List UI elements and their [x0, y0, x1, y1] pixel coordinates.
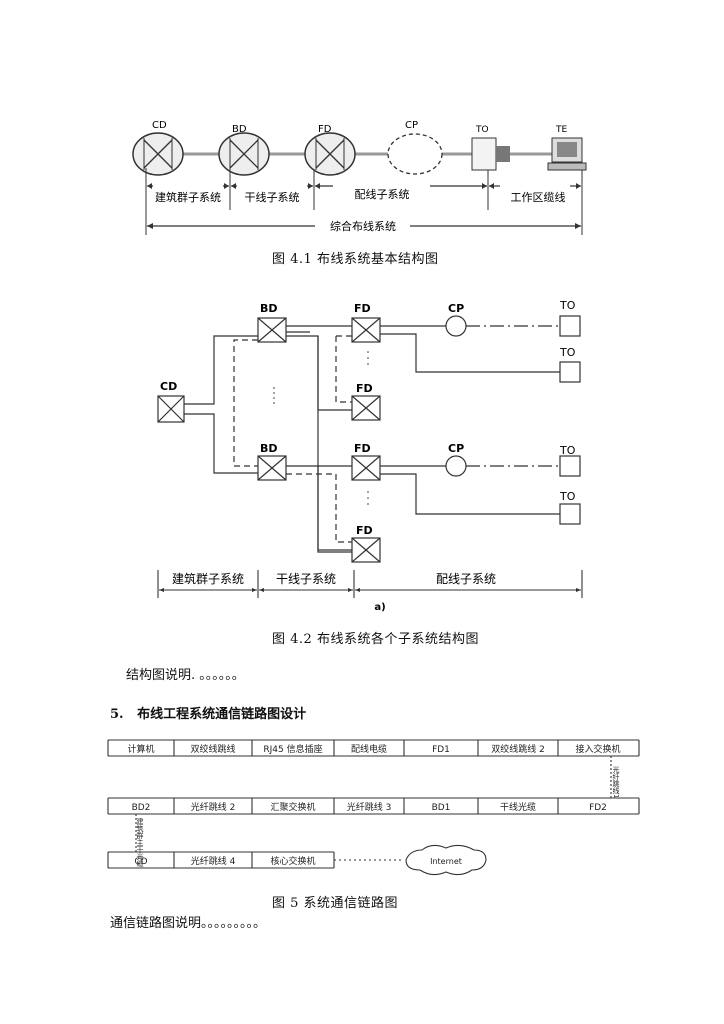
section-number: 5. — [110, 707, 124, 722]
to-3-box — [559, 455, 581, 477]
bd-bottom-symbol — [257, 455, 287, 481]
figure-4-1: CD BD FD CP TO TE — [132, 120, 587, 235]
to-4-label: TO — [559, 490, 576, 503]
link-r2-1: BD2 — [132, 803, 151, 813]
sublabel-a: a) — [374, 602, 385, 613]
structure-note: 结构图说明. 。。。。。。 — [126, 668, 245, 683]
fd-top-low-symbol — [351, 395, 381, 421]
te-computer-icon — [547, 137, 587, 171]
bd-symbol — [218, 132, 270, 176]
to-1-box — [559, 315, 581, 337]
section-heading: 5. 布线工程系统通信链路图设计 — [110, 703, 306, 722]
sub-campus-label: 建筑群子系统 — [172, 571, 244, 586]
link-r2-7: FD2 — [589, 803, 607, 813]
cp-top-symbol — [445, 315, 467, 337]
link-r1-2: 双绞线跳线 — [190, 743, 235, 755]
link-r2-3: 汇聚交换机 — [270, 801, 315, 813]
link-r2-4: 光纤跳线 3 — [347, 801, 392, 813]
link-r1-4: 配线电缆 — [351, 743, 387, 755]
sub-backbone-label: 干线子系统 — [276, 572, 336, 586]
fd-top-label: FD — [354, 302, 371, 315]
subsystem-backbone: 干线子系统 — [245, 190, 300, 204]
fd-bottom-low-symbol — [351, 537, 381, 563]
bd-top-label: BD — [260, 302, 278, 315]
cd-label: CD — [152, 120, 167, 131]
fd-bottom-low-label: FD — [356, 524, 373, 537]
to-label: TO — [475, 125, 489, 135]
total-system-label: 综合布线系统 — [330, 219, 396, 233]
internet-cloud-icon — [405, 844, 487, 876]
to-3-label: TO — [559, 444, 576, 457]
cd-symbol — [132, 132, 184, 176]
internet-label: Internet — [430, 857, 462, 866]
cd-label: CD — [160, 380, 177, 393]
figure-4-2: CD BD FD FD CP TO TO BD FD FD CP TO TO 建… — [157, 299, 583, 613]
cp-symbol — [387, 133, 443, 175]
bd-bottom-label: BD — [260, 442, 278, 455]
to-4-box — [559, 503, 581, 525]
link-r1-1: 计算机 — [127, 743, 154, 755]
fiber-jumper-1: 光纤跳线1 — [612, 765, 620, 798]
fd-bottom-label: FD — [354, 442, 371, 455]
link-r3-3: 核心交换机 — [270, 855, 315, 867]
subsystem-horizontal: 配线子系统 — [355, 187, 410, 201]
fd-label: FD — [318, 124, 332, 135]
to-plug — [496, 146, 510, 162]
link-r1-5: FD1 — [432, 745, 450, 755]
link-r2-2: 光纤跳线 2 — [191, 801, 236, 813]
cp-bottom-label: CP — [448, 442, 464, 455]
subsystem-work-area: 工作区缆线 — [511, 190, 566, 204]
bd-label: BD — [232, 124, 247, 135]
cp-top-label: CP — [448, 302, 464, 315]
to-symbol — [471, 137, 497, 171]
fd-top-low-label: FD — [356, 382, 373, 395]
link-r1-7: 接入交换机 — [575, 743, 620, 755]
cp-bottom-symbol — [445, 455, 467, 477]
fd-symbol — [304, 132, 356, 176]
figure-5: 计算机 双绞线跳线 RJ45 信息插座 配线电缆 FD1 双绞线跳线 2 接入交… — [107, 739, 640, 876]
to-2-label: TO — [559, 346, 576, 359]
subsystem-ticks — [145, 168, 583, 235]
bd-top-symbol — [257, 317, 287, 343]
link-r1-3: RJ45 信息插座 — [263, 743, 322, 755]
subsystem-campus: 建筑群子系统 — [155, 190, 221, 204]
cp-label: CP — [405, 120, 418, 131]
link-r2-6: 干线光缆 — [500, 801, 536, 813]
link-r2-5: BD1 — [432, 803, 451, 813]
sub-horizontal-label: 配线子系统 — [436, 572, 496, 586]
link-r1-6: 双绞线跳线 2 — [491, 743, 545, 755]
to-1-label: TO — [559, 299, 576, 312]
to-2-box — [559, 361, 581, 383]
link-note: 通信链路图说明。。。。。。。。。 — [110, 916, 267, 931]
fd-top-symbol — [351, 317, 381, 343]
link-r3-1: CD — [134, 857, 147, 867]
section-title: 布线工程系统通信链路图设计 — [137, 707, 307, 722]
link-r3-2: 光纤跳线 4 — [191, 855, 236, 867]
fd-bottom-symbol — [351, 455, 381, 481]
figure-5-caption: 图 5 系统通信链路图 — [272, 896, 399, 911]
campus-backbone-fiber: 建筑群主干光缆 — [136, 817, 144, 868]
te-label: TE — [555, 125, 567, 135]
figure-4-1-caption: 图 4.1 布线系统基本结构图 — [272, 252, 439, 267]
figure-4-2-caption: 图 4.2 布线系统各个子系统结构图 — [272, 632, 479, 647]
